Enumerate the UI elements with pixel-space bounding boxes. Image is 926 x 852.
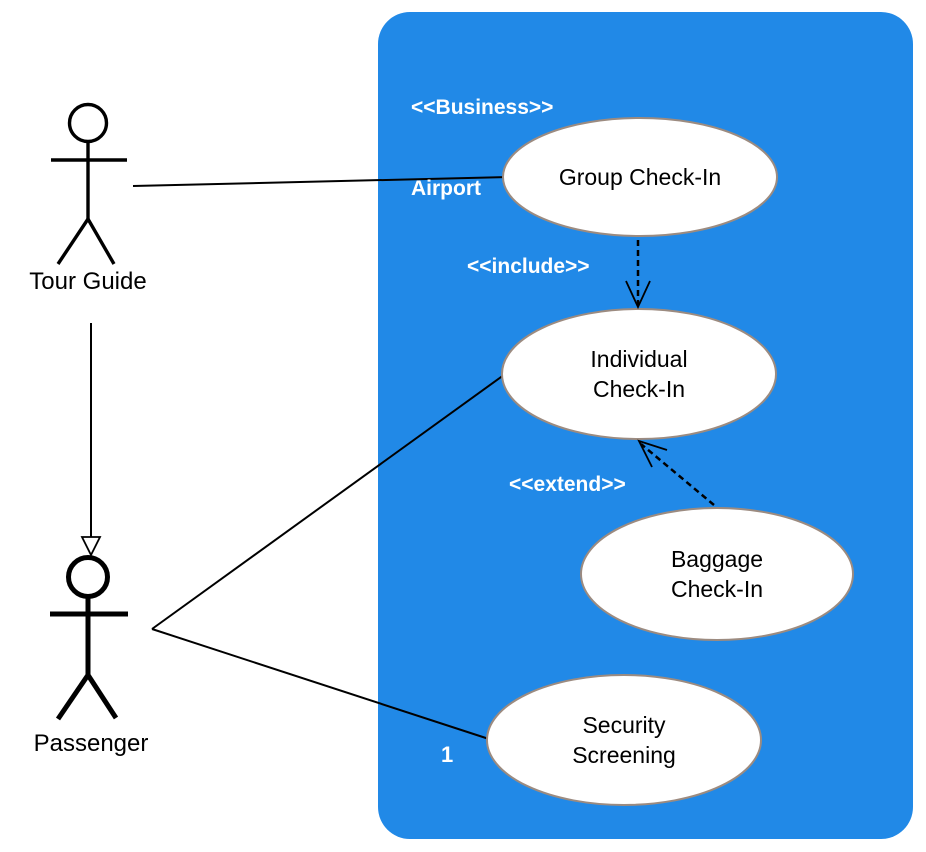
use-case-security-screening <box>486 674 762 806</box>
passenger-left-leg <box>55 673 91 721</box>
system-name-label: Airport <box>411 177 481 200</box>
multiplicity-label: 1 <box>441 742 454 767</box>
extend-label: <<extend>> <box>509 473 626 496</box>
actor-tour-guide-figure <box>51 102 127 265</box>
use-case-label-line: Group Check-In <box>558 164 722 190</box>
use-case-baggage-check-in-label: Baggage Check-In <box>581 508 853 640</box>
include-label: <<include>> <box>467 255 590 278</box>
tour-guide-left-leg <box>56 218 90 265</box>
use-case-label-line: Screening <box>572 742 676 768</box>
actor-passenger-label: Passenger <box>33 730 149 757</box>
extend-arrow <box>640 443 715 506</box>
use-case-label-line: Baggage <box>670 546 764 572</box>
use-case-security-screening-label: Security Screening <box>487 675 761 805</box>
passenger-right-leg <box>85 673 119 720</box>
association-passenger-individual-check-in <box>151 371 509 630</box>
actor-tour-guide-label: Tour Guide <box>29 268 147 295</box>
use-case-label-line: Check-In <box>670 576 764 602</box>
use-case-group-check-in-label: Group Check-In <box>503 118 777 236</box>
association-tour-guide-group-check-in <box>132 176 511 187</box>
include-arrowhead <box>625 280 651 310</box>
passenger-head <box>66 555 110 599</box>
tour-guide-head <box>67 102 109 144</box>
system-stereotype-label: <<Business>> <box>411 96 554 119</box>
use-case-label-line: Security <box>582 712 666 738</box>
use-case-baggage-check-in <box>580 507 854 641</box>
use-case-label-line: Individual <box>590 346 688 372</box>
use-case-individual-check-in <box>501 308 777 440</box>
use-case-label-line: Check-In <box>592 376 686 402</box>
generalization-arrowhead <box>80 536 102 558</box>
extend-arrowhead <box>637 439 668 468</box>
association-passenger-security-screening <box>151 628 493 741</box>
actor-passenger-figure <box>50 555 128 721</box>
use-case-individual-check-in-label: Individual Check-In <box>502 309 776 439</box>
system-label: <<Business>> Airport <box>411 40 553 256</box>
tour-guide-right-leg <box>86 218 116 265</box>
use-case-group-check-in <box>502 117 778 237</box>
